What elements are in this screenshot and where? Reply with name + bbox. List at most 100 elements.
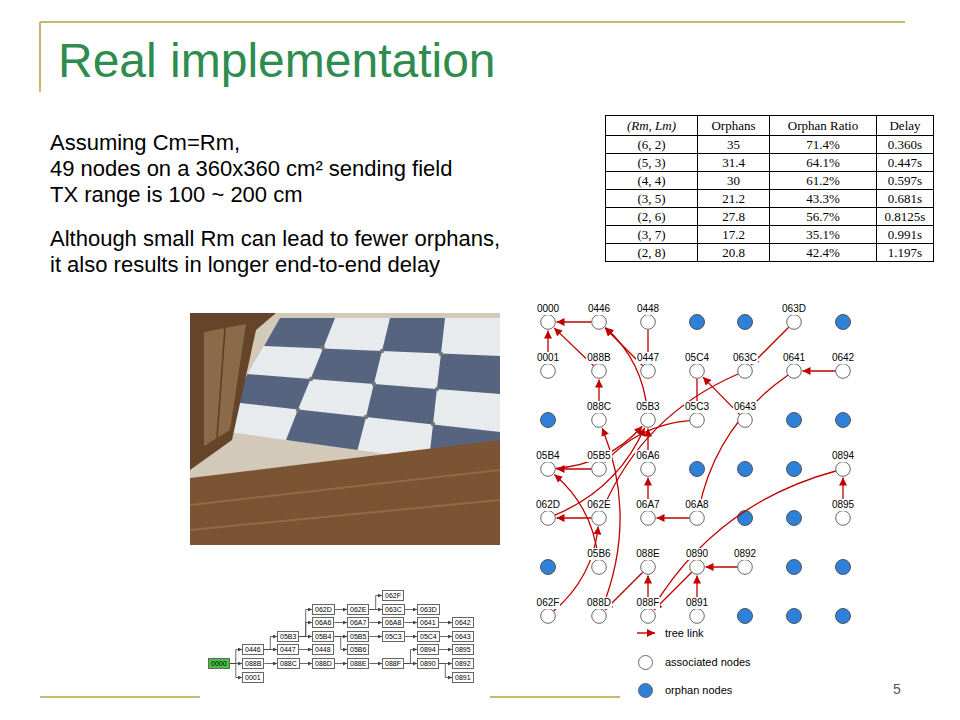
node-circle-shape <box>738 560 753 575</box>
tree-box: 0895 <box>452 644 474 655</box>
table-cell: 1.197s <box>877 244 934 262</box>
node-circle-shape <box>690 364 705 379</box>
node-label: 0448 <box>315 646 331 653</box>
tree-link <box>602 374 738 510</box>
table-row: (2, 6)27.856.7%0.8125s <box>606 208 934 226</box>
node-circle <box>689 608 705 624</box>
floor-tile <box>437 354 500 395</box>
tree-box: 05C4 <box>417 631 440 642</box>
table-cell: (6, 2) <box>606 136 698 154</box>
node-circle-shape <box>592 364 607 379</box>
orphan-node <box>836 413 851 428</box>
tree-link <box>699 375 788 509</box>
node-label: 0446 <box>587 303 611 315</box>
node-circle <box>591 510 607 526</box>
floor-tile <box>264 318 335 349</box>
photo <box>190 313 500 545</box>
node-circle <box>591 608 607 624</box>
associated-node: 088E <box>628 546 668 583</box>
node-label: 0892 <box>733 548 757 560</box>
body-text: 49 nodes on a 360x360 cm² sending field <box>50 156 452 182</box>
node-label: 062E <box>350 606 366 613</box>
table-cell: Delay <box>877 116 934 136</box>
node-label: 062D <box>315 606 332 613</box>
associated-node: 062F <box>528 595 568 632</box>
node-circle <box>640 314 656 330</box>
table-cell: Orphans <box>698 116 770 136</box>
template-line <box>40 21 905 23</box>
node-circle <box>640 510 656 526</box>
associated-node: 0446 <box>579 301 619 338</box>
node-label: 0448 <box>636 303 660 315</box>
body-text: Although small Rm can lead to fewer orph… <box>50 226 508 278</box>
tree-line <box>299 649 312 650</box>
node-circle <box>591 461 607 477</box>
tree-line <box>439 622 452 623</box>
node-label: 05C4 <box>420 633 437 640</box>
associated-node: 0447 <box>628 350 668 387</box>
table-value: 17.2 <box>722 227 745 242</box>
associated-node: 063D <box>774 301 814 338</box>
tree-box: 0446 <box>242 644 264 655</box>
table-value: 42.4% <box>806 245 840 260</box>
tree-link <box>557 517 592 518</box>
tree-line <box>299 610 312 637</box>
node-label: 062E <box>586 499 611 511</box>
tree-box: 0000 <box>208 658 230 669</box>
node-circle <box>591 314 607 330</box>
tree-line <box>404 622 417 623</box>
photo-wood-line <box>190 500 500 530</box>
table-header: Orphan Ratio <box>788 118 858 133</box>
table-cell: 20.8 <box>698 244 770 262</box>
tree-line <box>335 609 347 610</box>
photo-panel-line <box>217 328 225 438</box>
table-cell: (4, 4) <box>606 172 698 190</box>
tree-box: 0890 <box>417 658 439 669</box>
table-cell: (2, 8) <box>606 244 698 262</box>
node-circle <box>835 461 851 477</box>
table-value: (3, 5) <box>637 191 665 206</box>
node-circle <box>540 608 556 624</box>
table-value: 0.597s <box>888 173 922 188</box>
template-line <box>490 696 620 698</box>
table-value: 1.197s <box>888 245 922 260</box>
table-cell: 0.681s <box>877 190 934 208</box>
tree-link <box>555 428 645 515</box>
node-label: 0447 <box>636 352 660 364</box>
node-circle <box>737 363 753 379</box>
node-label: 088D <box>586 597 612 609</box>
node-circle-shape <box>541 315 556 330</box>
node-circle <box>591 559 607 575</box>
orphan-node <box>787 511 802 526</box>
associated-node: 06A7 <box>628 497 668 534</box>
table-header: Delay <box>889 118 920 133</box>
orphan-node <box>690 315 705 330</box>
node-circle-shape <box>787 315 802 330</box>
node-circle-shape <box>541 609 556 624</box>
associated-node: 088C <box>579 399 619 436</box>
tree-line <box>264 663 277 664</box>
node-label: 088E <box>635 548 660 560</box>
table-cell: 0.447s <box>877 154 934 172</box>
associated-node: 0001 <box>528 350 568 387</box>
legend-line-sample <box>637 632 655 633</box>
table-cell: 21.2 <box>698 190 770 208</box>
table-row: (3, 7)17.235.1%0.991s <box>606 226 934 244</box>
tree-box: 0642 <box>452 617 474 628</box>
tree-line <box>369 622 382 623</box>
tree-box: 088C <box>277 658 300 669</box>
orphan-node <box>836 560 851 575</box>
table-value: 27.8 <box>722 209 745 224</box>
table-value: 61.2% <box>806 173 840 188</box>
sensor-node <box>296 408 300 412</box>
tree-line <box>405 609 417 610</box>
node-circle <box>786 314 802 330</box>
table-row: (5, 3)31.464.1%0.447s <box>606 154 934 172</box>
node-label: 06A8 <box>684 499 709 511</box>
node-circle-shape <box>541 364 556 379</box>
table-cell: 30 <box>698 172 770 190</box>
table-cell: 0.8125s <box>877 208 934 226</box>
node-circle-shape <box>690 560 705 575</box>
table-cell: 35.1% <box>770 226 877 244</box>
node-circle-shape <box>541 511 556 526</box>
